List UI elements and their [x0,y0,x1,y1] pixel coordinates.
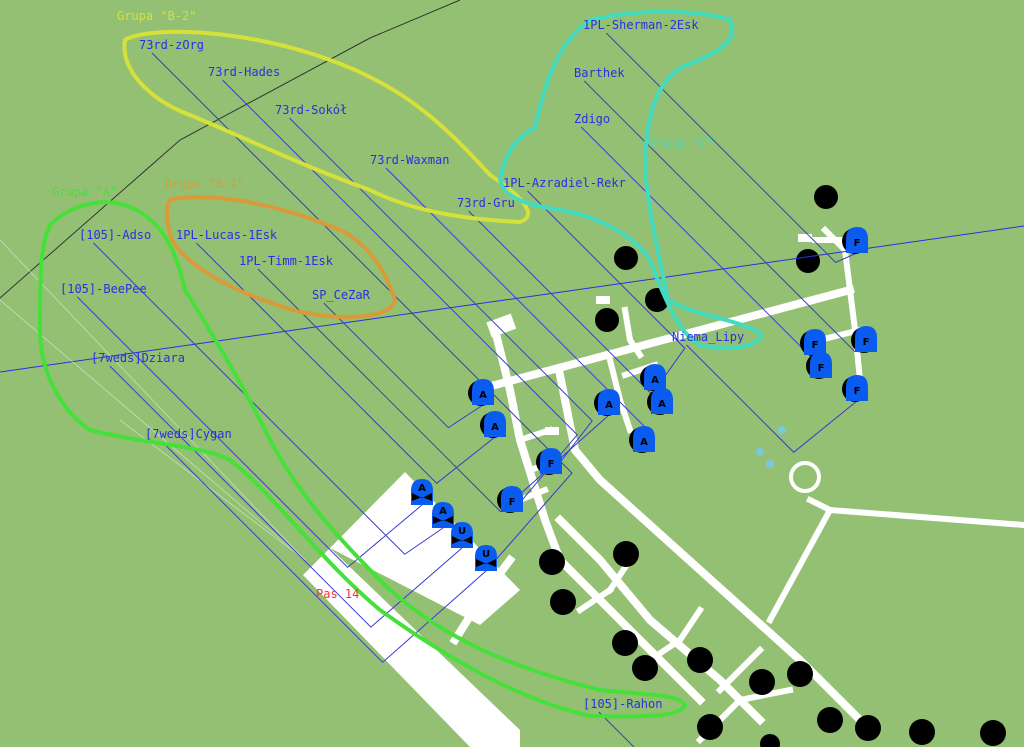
ponds [756,426,786,468]
marker-letter: A [418,483,426,494]
leader-line [222,79,578,513]
leader-line [161,441,487,664]
aircraft-marker-f[interactable]: F [800,329,826,356]
group-label-b1: Grupa "B-1" [165,177,244,191]
leader-line [598,711,635,747]
marker-letter: F [863,337,870,348]
marker-letter: U [482,549,490,560]
leader-line [323,302,484,429]
leader-line [93,242,444,555]
pilot-label[interactable]: 1PL-Azradiel-Rekr [503,176,626,190]
pilot-label[interactable]: [105]-BeePee [60,282,147,296]
marker-letter: F [818,363,825,374]
aircraft-marker-u[interactable]: U [451,522,473,548]
pilot-label[interactable]: 1PL-Lucas-1Esk [176,228,278,242]
leader-line [151,52,573,572]
marker-letter: A [658,399,666,410]
runway-14 [303,548,520,747]
pilot-label[interactable]: 73rd-Gru [457,196,515,210]
pilot-label[interactable]: [105]-Adso [79,228,151,242]
marker-letter: F [854,386,861,397]
group-label-b2: Grupa "B-2" [117,9,196,23]
pilot-label[interactable]: Zdigo [574,112,610,126]
group-label-c: Grupa "C" [648,136,713,150]
leader-line [605,32,858,263]
group-outlines [38,9,764,719]
group-label-a: Grupa "A" [52,185,117,199]
pilot-label[interactable]: [7weds]Dziara [91,351,185,365]
runway-label: Pas 14 [316,587,359,601]
pilot-label[interactable]: 73rd-Waxman [370,153,449,167]
group-c-outline [498,9,764,350]
leader-line [257,268,610,513]
aircraft-marker-a[interactable]: A [411,479,433,505]
pilot-label[interactable]: SP_CeZaR [312,288,371,302]
aircraft-marker-f[interactable]: F [842,375,868,402]
group-b2-outline [122,29,530,224]
aircraft-marker-a[interactable]: A [432,502,454,528]
marker-letter: F [548,459,555,470]
aircraft-marker-f[interactable]: F [842,227,868,254]
leader-line [109,365,463,628]
aircraft-marker-a[interactable]: A [468,379,494,406]
marker-letter: A [491,422,499,433]
pilot-label[interactable]: 73rd-zOrg [139,38,204,52]
aircraft-marker-a[interactable]: A [594,389,620,416]
aircraft-marker-a[interactable]: A [647,388,673,415]
pilot-label[interactable]: 73rd-Sokół [275,103,347,117]
pilot-label[interactable]: [105]-Rahon [583,697,662,711]
apron [330,472,520,625]
group-b1-outline [164,195,397,319]
marker-letter: A [651,375,659,386]
aircraft-marker-f[interactable]: F [851,326,877,353]
aircraft-marker-f[interactable]: F [497,486,523,513]
pilot-label[interactable]: Barthek [574,66,625,80]
marker-letter: A [479,390,487,401]
shelters [539,185,1006,747]
pilot-label[interactable]: [7weds]Cygan [145,427,232,441]
aircraft-marker-a[interactable]: A [629,426,655,453]
marker-letter: A [605,400,613,411]
leader-line [76,296,423,569]
marker-letter: U [458,526,466,537]
leader-line [686,344,858,453]
marker-letter: F [854,238,861,249]
marker-letter: A [439,506,447,517]
pilot-label[interactable]: 1PL-Sherman-2Esk [583,18,699,32]
group-a-outline [38,200,687,719]
pilot-label[interactable]: 73rd-Hades [208,65,280,79]
aircraft-marker-a[interactable]: A [480,411,506,438]
pilot-label[interactable]: Niema_Lipy [672,330,744,344]
marker-letter: F [509,497,516,508]
pilot-label[interactable]: 1PL-Timm-1Esk [239,254,334,268]
marker-letter: F [812,340,819,351]
aircraft-marker-a[interactable]: A [640,364,666,391]
marker-letter: A [640,437,648,448]
aircraft-marker-f[interactable]: F [806,352,832,379]
aircraft-marker-u[interactable]: U [475,545,497,571]
route-line [0,0,461,299]
approach-lines [0,239,306,561]
leader-line [289,117,593,475]
aircraft-marker-f[interactable]: F [536,448,562,475]
leader-line [196,242,496,484]
